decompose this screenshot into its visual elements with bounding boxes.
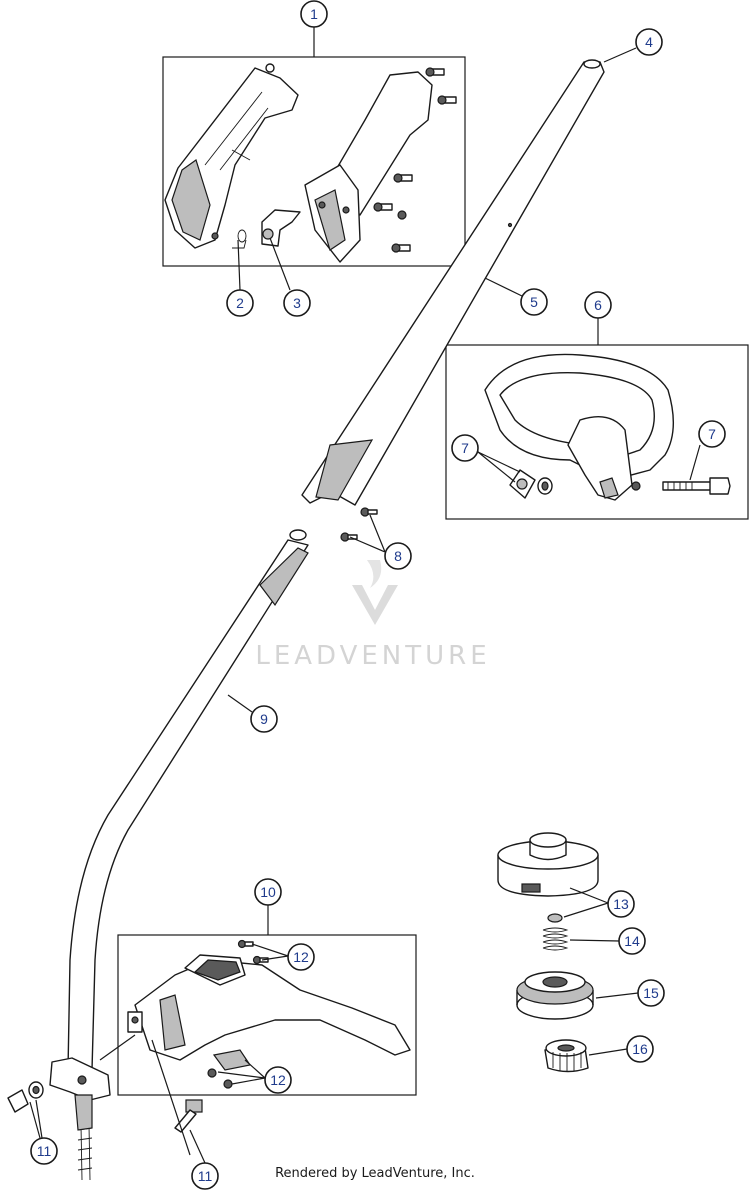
watermark-logo — [352, 560, 398, 625]
callout-13: 13 — [607, 890, 635, 918]
svg-text:11: 11 — [198, 1168, 213, 1184]
callout-1: 1 — [300, 0, 328, 28]
svg-text:9: 9 — [260, 711, 268, 727]
callout-14: 14 — [618, 927, 646, 955]
callout-9: 9 — [250, 705, 278, 733]
svg-text:1: 1 — [310, 6, 318, 22]
svg-text:4: 4 — [645, 34, 653, 50]
svg-text:15: 15 — [643, 985, 659, 1001]
rear-handle-housing — [164, 63, 299, 249]
carriage-bolt — [174, 1099, 203, 1133]
svg-text:6: 6 — [594, 297, 602, 313]
callout-4: 4 — [635, 28, 663, 56]
head-spring — [542, 927, 569, 951]
spring-part — [232, 229, 247, 249]
watermark-text: LEADVENTURE — [255, 641, 490, 671]
svg-text:16: 16 — [632, 1041, 648, 1057]
svg-text:2: 2 — [236, 295, 244, 311]
upper-shaft — [301, 59, 605, 506]
callout-12-bottom: 12 — [264, 1066, 292, 1094]
leader-lines — [29, 27, 701, 1164]
callout-15: 15 — [637, 979, 665, 1007]
front-handle-tube — [304, 71, 433, 263]
callout-7-left: 7 — [451, 434, 479, 462]
footer-credit: Rendered by LeadVenture, Inc. — [275, 1166, 475, 1181]
svg-text:14: 14 — [624, 933, 640, 949]
callout-5: 5 — [520, 288, 548, 316]
svg-text:12: 12 — [293, 949, 309, 965]
svg-text:7: 7 — [708, 426, 716, 442]
callout-16: 16 — [626, 1035, 654, 1063]
callout-10: 10 — [254, 878, 282, 906]
svg-text:12: 12 — [270, 1072, 286, 1088]
callout-11-left: 11 — [30, 1137, 58, 1165]
wing-nut-washer — [509, 469, 553, 499]
trimmer-head-housing — [497, 832, 599, 897]
svg-text:7: 7 — [461, 440, 469, 456]
callout-6: 6 — [584, 291, 612, 319]
callout-7-right: 7 — [698, 420, 726, 448]
loop-handle-bolt — [662, 477, 731, 495]
loop-handle — [484, 353, 675, 501]
eyelet-part — [547, 913, 563, 923]
coupler-screws — [340, 507, 378, 542]
svg-text:8: 8 — [394, 548, 402, 564]
bump-knob — [544, 1039, 589, 1073]
callout-12-top: 12 — [287, 943, 315, 971]
callout-3: 3 — [283, 289, 311, 317]
wing-bolt — [7, 1081, 44, 1113]
grass-shield — [127, 954, 411, 1061]
line-spool — [516, 971, 594, 1020]
svg-text:11: 11 — [37, 1143, 52, 1159]
svg-text:5: 5 — [530, 294, 538, 310]
svg-text:13: 13 — [613, 896, 629, 912]
shield-group-box — [117, 934, 417, 1096]
callout-2: 2 — [226, 289, 254, 317]
svg-text:10: 10 — [260, 884, 276, 900]
shaft-clamp — [49, 1057, 111, 1131]
svg-text:3: 3 — [293, 295, 301, 311]
guard-handle-group-box — [445, 344, 749, 520]
callout-8: 8 — [384, 542, 412, 570]
callout-11-bottom: 11 — [191, 1162, 219, 1190]
handle-screws — [373, 67, 457, 253]
trigger-part — [261, 209, 301, 247]
